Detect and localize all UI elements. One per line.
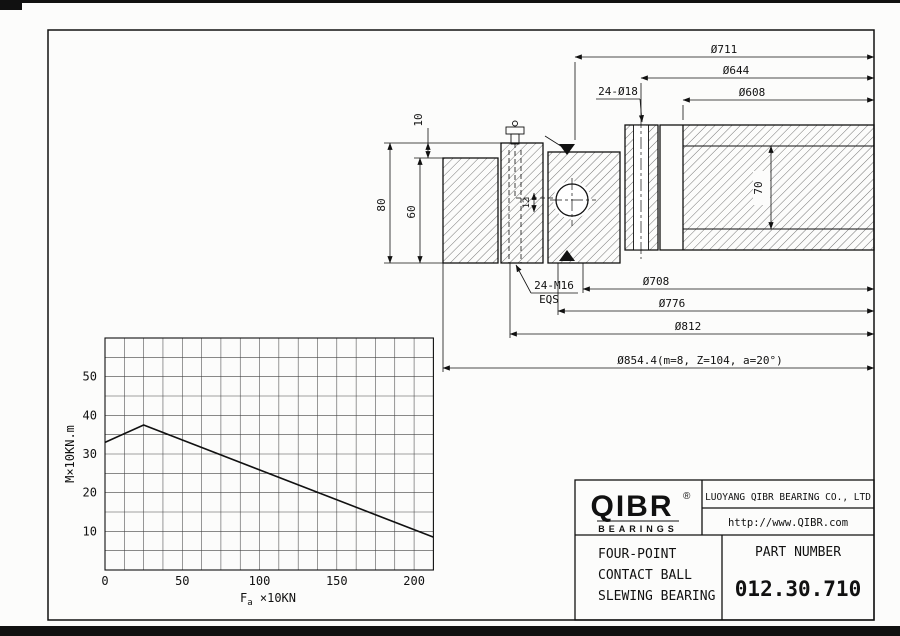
dim-label-height-10: 10 [412,113,425,126]
title-block-border [574,479,875,621]
mounting-ring-inner-lines [683,145,874,230]
x-axis-label-rest: ×10KN [253,591,296,605]
logo-text: QIBR [591,490,674,523]
x-tick-150: 150 [326,574,348,588]
registered-mark-icon: ® [683,491,691,502]
dim-label-dia-708: Ø708 [643,275,670,288]
company-name: LUOYANG QIBR BEARING CO., LTD [705,492,871,503]
bottom-edge-bar [0,626,900,636]
x-axis-label: Fa ×10KN [240,591,296,608]
dim-label-gear-spec: Ø854.4(m=8, Z=104, a=20°) [617,354,783,367]
dim-label-dia-711: Ø711 [711,43,738,56]
grease-passage-hidden-line [514,143,555,199]
bolt-hole-column [624,116,659,259]
bolt-hole-edges [633,125,649,250]
title-block-dividers [575,480,874,620]
outer-gear-ring-section [442,157,499,264]
x-tick-0: 0 [101,574,108,588]
product-type-line-3: SLEWING BEARING [598,589,716,604]
grease-fitting-tip [512,120,518,127]
y-tick-30: 30 [83,447,97,461]
chart-grid [104,337,434,571]
dim-label-dia-608: Ø608 [739,86,766,99]
product-type-line-1: FOUR-POINT [598,547,676,562]
title-block: QIBR ® BEARINGS LUOYANG QIBR BEARING CO.… [574,479,875,621]
callout-tapped-holes: 24-M16 [534,279,574,292]
y-tick-50: 50 [83,370,97,384]
x-tick-200: 200 [403,574,425,588]
x-tick-100: 100 [249,574,271,588]
dim-label-dia-776: Ø776 [659,297,686,310]
mounting-ring-view [659,124,875,251]
seal-marker-bottom [559,250,575,261]
callout-bolt-holes: 24-Ø18 [598,85,638,98]
tapped-hole-hidden-lines [508,150,522,263]
load-curve [104,424,434,538]
callout-tapped-holes-note: EQS [539,293,559,306]
dim-label-height-60: 60 [405,205,418,218]
dimension-annotations: Ø711 Ø644 Ø608 24-Ø18 80 60 10 12 70 Ø70… [375,43,875,372]
chart-border [104,337,434,571]
dim-label-dia-644: Ø644 [723,64,750,77]
mounting-ring-outline [659,124,875,251]
top-edge-line [0,0,900,3]
y-tick-40: 40 [83,408,97,422]
ball-centerlines [550,178,596,226]
grease-fitting-hex [505,126,525,135]
dim-label-height-70: 70 [752,181,765,194]
brand-logo: QIBR ® BEARINGS [591,490,692,534]
load-chart: 10 20 30 40 50 0 50 100 150 200 M×10KN.m… [63,337,434,608]
y-axis-label: M×10KN.m [63,425,77,483]
dim-label-height-80: 80 [375,198,388,211]
part-number-value: 012.30.710 [735,577,861,601]
company-website: http://www.QIBR.com [728,517,848,529]
dim-label-height-70-bg [753,171,770,205]
y-tick-20: 20 [83,486,97,500]
bearing-section-view [442,116,875,264]
x-axis-label-base: F [240,591,247,605]
callout-bolt-holes-leader [638,98,644,123]
callout-tapped-holes-leader [515,264,532,294]
dim-label-raceway-12: 12 [522,198,532,209]
y-tick-10: 10 [83,524,97,538]
dim-label-dia-812: Ø812 [675,320,702,333]
x-axis-label-sub: a [247,598,252,608]
seal-leader-line [544,135,565,149]
drawing-frame [47,29,875,621]
logo-subtext: BEARINGS [598,524,678,534]
seal-marker-top [559,144,575,155]
product-type-line-2: CONTACT BALL [598,568,692,583]
grease-fitting [505,120,525,145]
mounting-ring-hatch [683,125,874,250]
part-number-label: PART NUMBER [755,545,841,560]
corner-mark [0,0,22,10]
x-tick-50: 50 [175,574,189,588]
